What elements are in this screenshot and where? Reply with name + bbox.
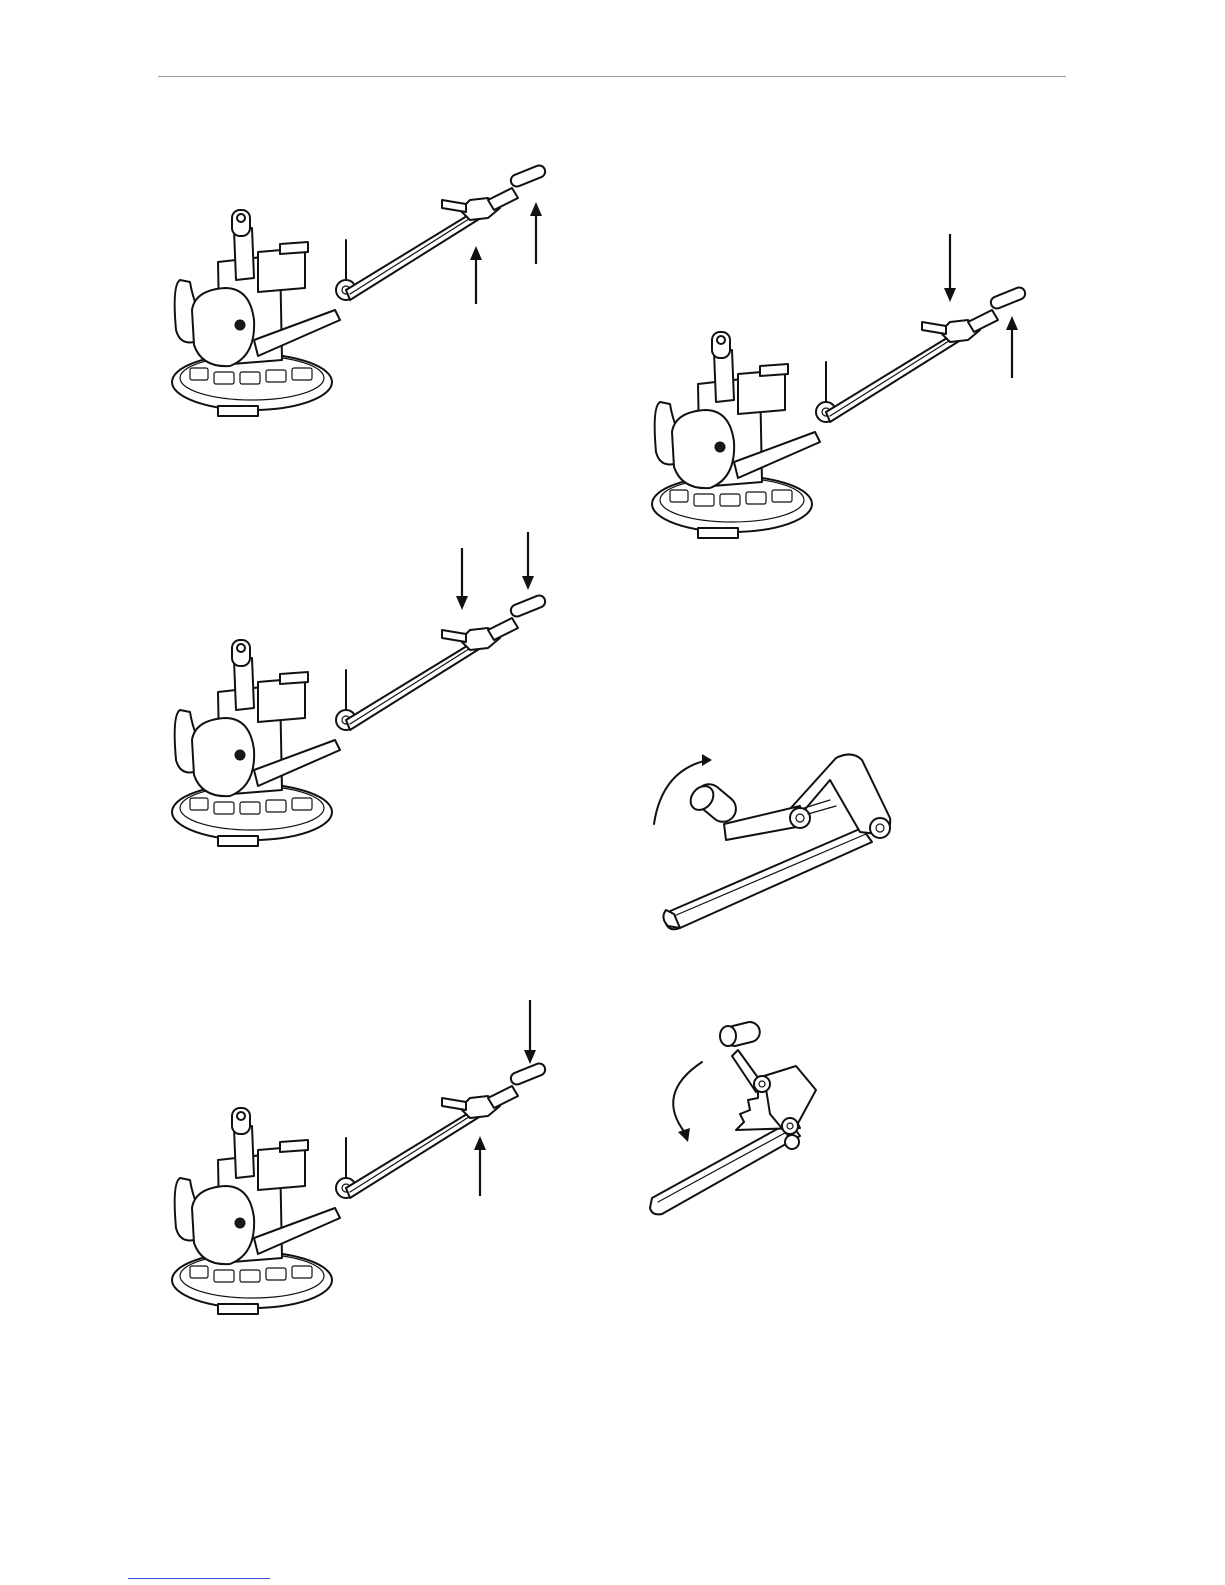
pitch-lever-illustration bbox=[640, 740, 910, 940]
arrow-down-icon bbox=[524, 1000, 536, 1064]
header-rule bbox=[158, 76, 1066, 77]
rotation-arrow-icon bbox=[678, 1128, 690, 1142]
power-trowel-illustration bbox=[170, 160, 570, 430]
lever-detail-figure-1 bbox=[640, 740, 910, 940]
power-trowel-illustration bbox=[170, 528, 570, 848]
rotation-arrow-icon bbox=[702, 754, 712, 766]
arrow-up-icon bbox=[1006, 316, 1018, 378]
trowel-figure-2 bbox=[650, 228, 1050, 548]
arrow-down-icon bbox=[456, 548, 468, 610]
power-trowel-illustration bbox=[170, 1000, 570, 1320]
trowel-figure-1 bbox=[170, 160, 570, 430]
rotation-arc bbox=[673, 1062, 702, 1134]
arrow-down-icon bbox=[522, 532, 534, 590]
trowel-figure-3 bbox=[170, 528, 570, 848]
arrow-down-icon bbox=[944, 234, 956, 302]
footer-link-rule bbox=[128, 1578, 270, 1579]
arrow-up-icon bbox=[470, 246, 482, 304]
trowel-figure-4 bbox=[170, 1000, 570, 1320]
ratchet-lever-illustration bbox=[640, 1018, 840, 1228]
lever-detail-figure-2 bbox=[640, 1018, 840, 1228]
arrow-up-icon bbox=[474, 1136, 486, 1196]
power-trowel-illustration bbox=[650, 228, 1050, 548]
arrow-up-icon bbox=[530, 202, 542, 264]
